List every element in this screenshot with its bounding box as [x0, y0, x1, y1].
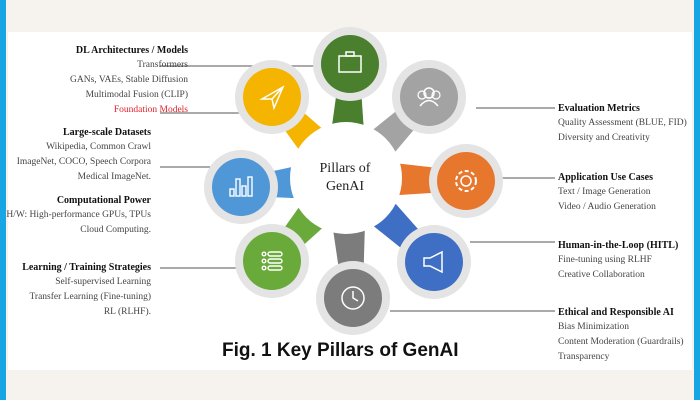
block-title: Learning / Training Strategies — [22, 262, 151, 273]
center-title-line: Pillars of — [319, 161, 371, 176]
block-item: Multimodal Fusion (CLIP) — [85, 90, 188, 100]
block-item: Wikipedia, Common Crawl — [46, 142, 151, 152]
pillar-node — [313, 27, 387, 101]
block-ethics: Ethical and Responsible AI Bias Minimiza… — [558, 305, 684, 365]
list-icon — [261, 251, 283, 271]
block-item: Fine-tuning using RLHF — [558, 255, 652, 265]
block-item: Creative Collaboration — [558, 270, 645, 280]
gear-icon — [455, 170, 477, 192]
center-circle — [290, 122, 402, 234]
pillar-node — [397, 225, 471, 299]
block-item: Quality Assessment (BLUE, FID) — [558, 118, 687, 128]
block-dl-architectures: DL Architectures / Models Transformers G… — [70, 43, 188, 118]
pillar-node — [429, 144, 503, 218]
block-item: RL (RLHF). — [103, 307, 151, 317]
block-compute: Computational Power H/W: High-performanc… — [6, 193, 151, 238]
center-title-line: GenAI — [325, 179, 365, 194]
node-circle — [212, 158, 270, 216]
users-icon — [417, 87, 441, 107]
block-title: DL Architectures / Models — [75, 45, 188, 56]
figure-caption: Fig. 1 Key Pillars of GenAI — [222, 340, 459, 361]
block-title: Application Use Cases — [558, 172, 654, 183]
node-circle — [321, 35, 379, 93]
node-circle — [400, 68, 458, 126]
node-circle — [243, 68, 301, 126]
block-item: GANs, VAEs, Stable Diffusion — [70, 75, 188, 85]
block-item: Transparency — [558, 352, 610, 362]
block-applications: Application Use Cases Text / Image Gener… — [558, 170, 656, 215]
node-circle — [437, 152, 495, 210]
block-item: H/W: High-performance GPUs, TPUs — [6, 210, 151, 220]
pillar-node — [235, 224, 309, 298]
pillar-node — [235, 60, 309, 134]
block-datasets: Large-scale Datasets Wikipedia, Common C… — [17, 125, 151, 185]
block-item: Text / Image Generation — [558, 187, 651, 197]
block-item: Bias Minimization — [558, 322, 629, 332]
block-item: Content Moderation (Guardrails) — [558, 337, 684, 347]
block-item-highlight: Foundation Models — [113, 105, 188, 115]
block-item: Transfer Learning (Fine-tuning) — [29, 292, 151, 302]
paper-plane-icon — [259, 85, 285, 111]
block-evaluation: Evaluation Metrics Quality Assessment (B… — [558, 101, 687, 146]
block-title: Ethical and Responsible AI — [558, 307, 674, 318]
block-item: ImageNet, COCO, Speech Corpora — [16, 157, 151, 167]
briefcase-icon — [338, 51, 362, 73]
center-title: Pillars of GenAI — [310, 160, 380, 196]
block-item: Transformers — [137, 60, 188, 70]
block-title: Computational Power — [56, 195, 151, 206]
node-circle — [243, 232, 301, 290]
block-hitl: Human-in-the-Loop (HITL) Fine-tuning usi… — [558, 238, 678, 283]
block-learning: Learning / Training Strategies Self-supe… — [22, 260, 151, 320]
block-title: Large-scale Datasets — [62, 127, 151, 138]
block-item: Diversity and Creativity — [558, 133, 650, 143]
block-title: Evaluation Metrics — [558, 103, 640, 114]
bar-chart-icon — [229, 176, 253, 197]
node-circle — [405, 233, 463, 291]
pillar-node — [204, 150, 278, 224]
block-item: Cloud Computing. — [80, 225, 151, 235]
megaphone-icon — [423, 250, 443, 274]
pillar-node — [392, 60, 466, 134]
block-item: Medical ImageNet. — [77, 172, 151, 182]
block-item: Video / Audio Generation — [558, 202, 656, 212]
block-title: Human-in-the-Loop (HITL) — [558, 240, 679, 251]
pillar-node — [316, 261, 390, 335]
clock-icon — [341, 286, 365, 310]
block-item: Self-supervised Learning — [55, 277, 151, 287]
